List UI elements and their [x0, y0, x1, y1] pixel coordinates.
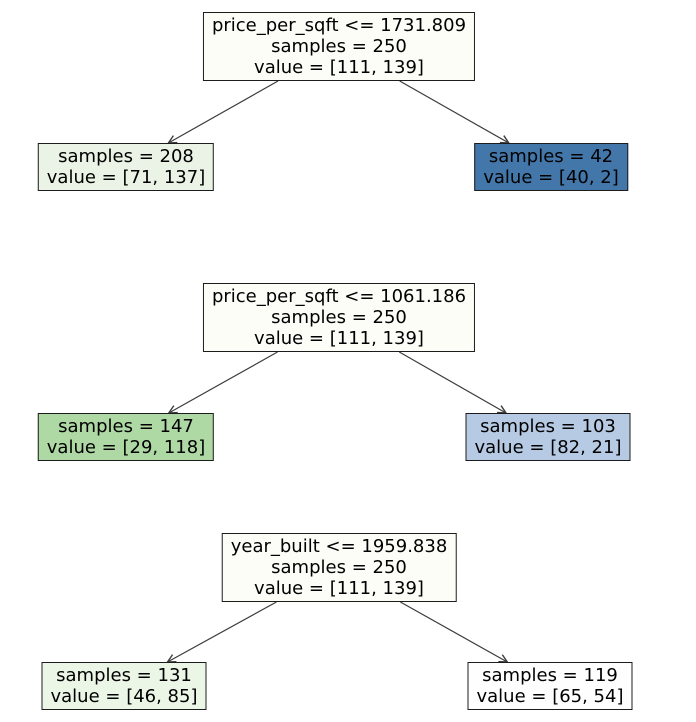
parent-child-edge: [399, 351, 506, 413]
tree2-left-leaf-node: samples = 147 value = [29, 118]: [37, 413, 215, 461]
node-samples: samples = 147: [58, 416, 194, 437]
node-value: value = [111, 139]: [254, 328, 424, 349]
node-samples: samples = 250: [271, 36, 407, 57]
tree1-left-leaf-node: samples = 208 value = [71, 137]: [37, 143, 215, 191]
node-value: value = [29, 118]: [46, 437, 206, 458]
node-value: value = [82, 21]: [474, 437, 622, 458]
tree1-root-node: price_per_sqft <= 1731.809 samples = 250…: [202, 12, 476, 81]
node-condition: price_per_sqft <= 1061.186: [211, 286, 467, 307]
tree1-right-leaf-node: samples = 42 value = [40, 2]: [474, 143, 628, 191]
parent-child-edge: [168, 601, 277, 662]
node-value: value = [65, 54]: [476, 686, 624, 707]
parent-child-edge: [400, 601, 507, 662]
node-samples: samples = 250: [271, 307, 407, 328]
node-samples: samples = 103: [480, 416, 616, 437]
parent-child-edge: [399, 80, 509, 143]
node-samples: samples = 208: [58, 146, 194, 167]
node-value: value = [71, 137]: [46, 167, 206, 188]
node-value: value = [46, 85]: [50, 686, 198, 707]
tree3-root-node: year_built <= 1959.838 samples = 250 val…: [221, 533, 457, 602]
node-value: value = [40, 2]: [483, 167, 619, 188]
node-value: value = [111, 139]: [254, 57, 424, 78]
node-samples: samples = 250: [271, 557, 407, 578]
node-condition: price_per_sqft <= 1731.809: [211, 15, 467, 36]
tree2-root-node: price_per_sqft <= 1061.186 samples = 250…: [202, 283, 476, 352]
node-samples: samples = 42: [488, 146, 614, 167]
parent-child-edge: [168, 80, 279, 143]
node-value: value = [111, 139]: [254, 578, 424, 599]
parent-child-edge: [169, 351, 278, 413]
tree2-right-leaf-node: samples = 103 value = [82, 21]: [465, 413, 631, 461]
tree3-left-leaf-node: samples = 131 value = [46, 85]: [41, 662, 207, 710]
node-samples: samples = 119: [482, 665, 618, 686]
node-condition: year_built <= 1959.838: [230, 536, 448, 557]
tree3-right-leaf-node: samples = 119 value = [65, 54]: [467, 662, 633, 710]
node-samples: samples = 131: [56, 665, 192, 686]
